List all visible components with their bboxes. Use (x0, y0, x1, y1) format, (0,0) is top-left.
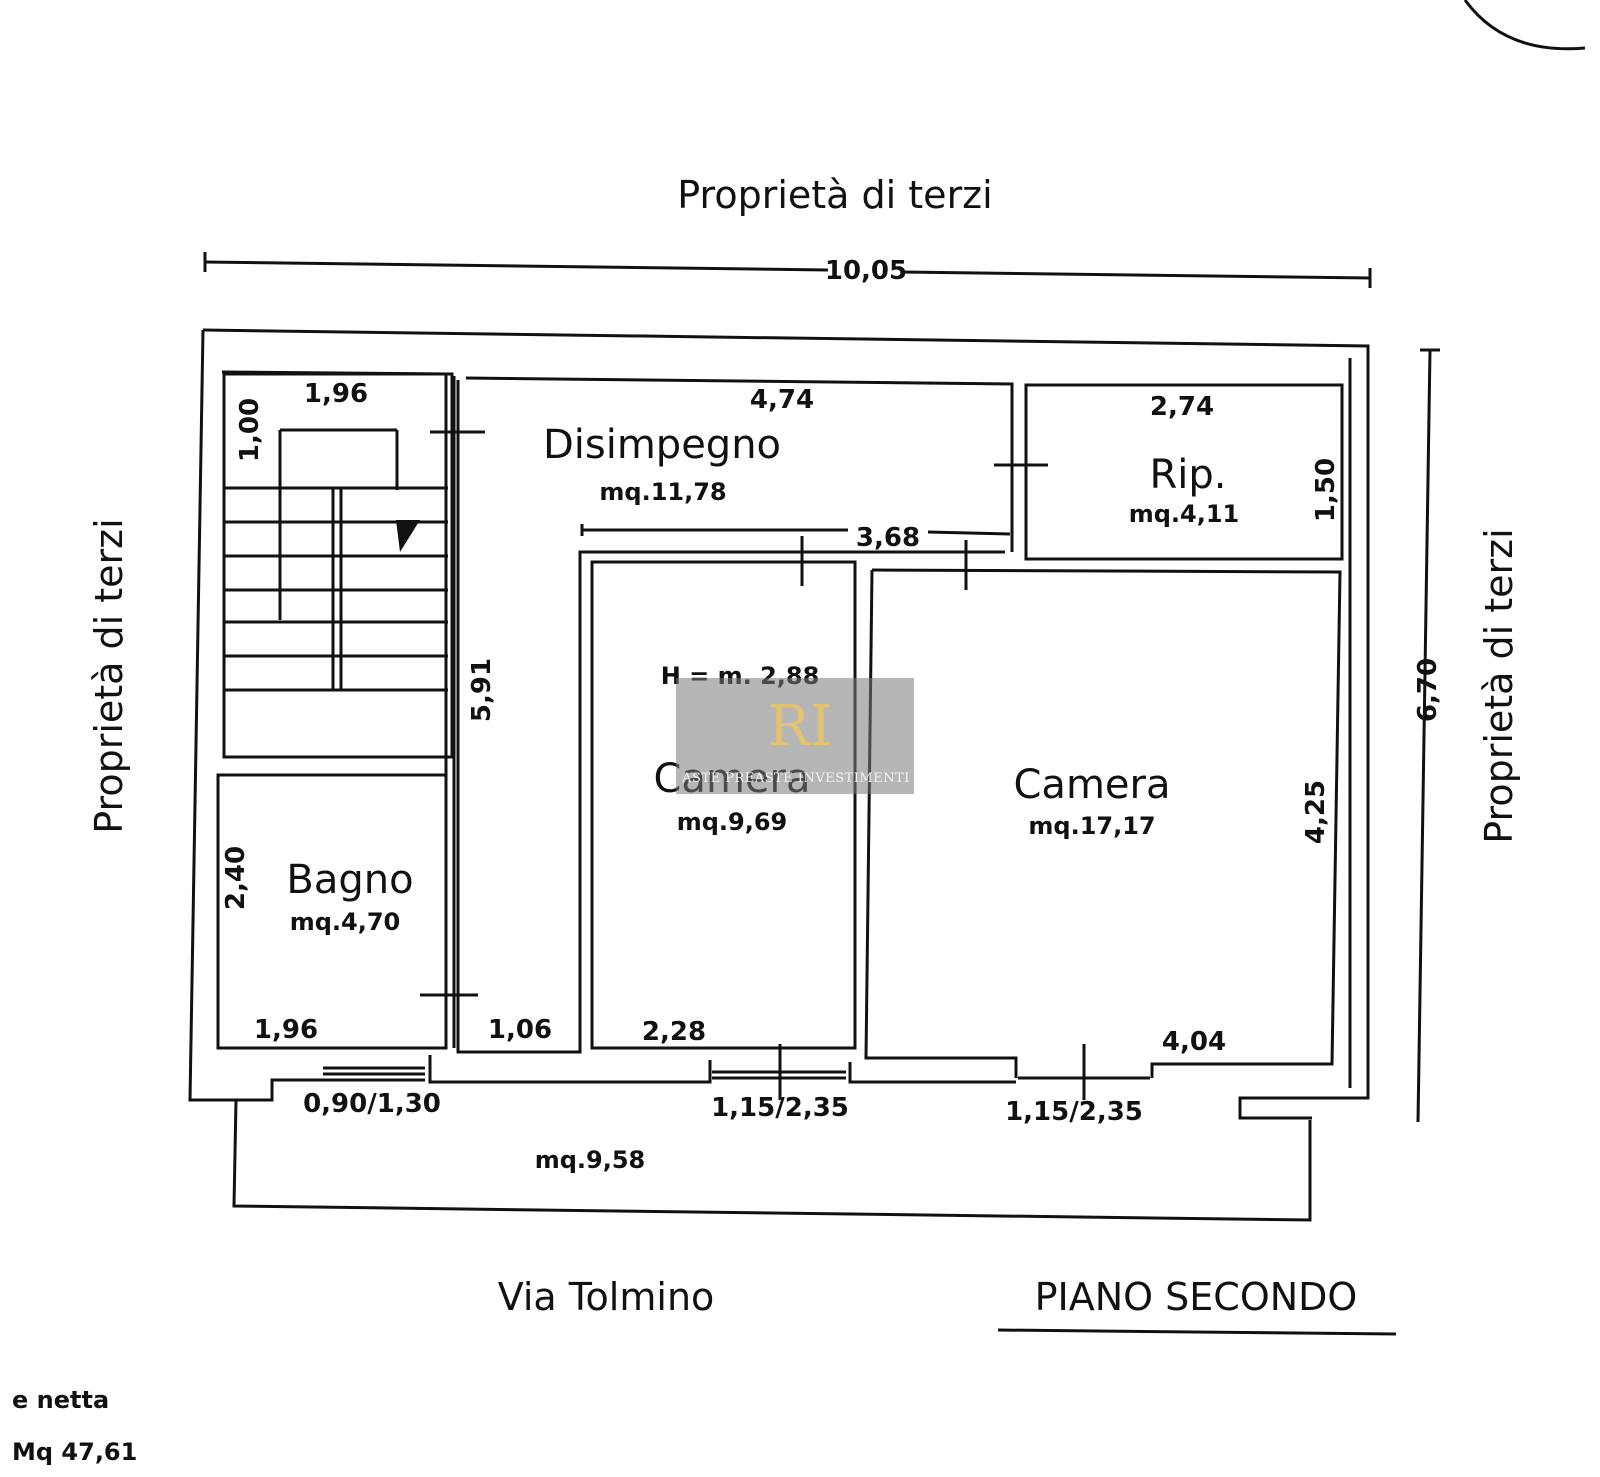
right-neighbor-label: Proprietà di terzi (1477, 528, 1521, 843)
stair-arrow-icon (396, 520, 420, 552)
rip-area: mq.4,11 (1129, 500, 1240, 528)
camera-small-walls (590, 536, 857, 1100)
balcony-outline (232, 1099, 1312, 1222)
watermark-company: ASTE PREASTE INVESTIMENTI (681, 771, 910, 786)
footer-line-1: e netta (12, 1386, 109, 1414)
arc-fragment (1463, 0, 1586, 51)
disimpegno-area: mq.11,78 (599, 478, 726, 506)
rip-name: Rip. (1149, 452, 1226, 498)
bagno-height-label: 2,40 (221, 846, 251, 910)
bagno-name: Bagno (286, 857, 413, 903)
bagno-walls (216, 773, 478, 1082)
camera-large-walls (864, 540, 1342, 1100)
rip-walls (1024, 383, 1344, 561)
rip-height-label: 1,50 (1311, 458, 1341, 522)
rip-width-label: 2,74 (1150, 392, 1214, 422)
footer-line-2: Mq 47,61 (12, 1438, 137, 1466)
disimpegno-height-label: 5,91 (467, 658, 497, 722)
front-wall (428, 1055, 1016, 1084)
camera-large-name: Camera (1014, 762, 1171, 808)
bagno-area: mq.4,70 (290, 908, 401, 936)
stair-depth-label: 1,00 (235, 398, 265, 462)
floor-title: PIANO SECONDO (1035, 1275, 1358, 1319)
camera-large-width-label: 4,04 (1162, 1027, 1226, 1057)
floor-title-underline (997, 1328, 1397, 1336)
street-label: Via Tolmino (498, 1275, 715, 1319)
disimpegno-inner-label: 3,68 (856, 523, 920, 553)
overall-height-dimension (1416, 348, 1440, 1123)
camera-large-area: mq.17,17 (1028, 812, 1155, 840)
left-neighbor-label: Proprietà di terzi (87, 518, 131, 833)
watermark-logo: RI (768, 694, 832, 759)
corridor-width-label: 1,06 (488, 1015, 552, 1045)
watermark: RI ASTE PREASTE INVESTIMENTI (676, 678, 914, 794)
balcony-area: mq.9,58 (535, 1146, 646, 1174)
stair-width-label: 1,96 (304, 379, 368, 409)
disimpegno-name: Disimpegno (543, 422, 781, 468)
disimpegno-width-label: 4,74 (750, 385, 814, 415)
bagno-width-label: 1,96 (254, 1015, 318, 1045)
camera-small-window-label: 1,15/2,35 (711, 1093, 849, 1123)
overall-height-label: 6,70 (1413, 658, 1443, 722)
camera-large-height-label: 4,25 (1301, 780, 1331, 844)
camera-small-area: mq.9,69 (677, 808, 788, 836)
disimpegno-walls (456, 376, 1048, 1054)
overall-width-label: 10,05 (825, 256, 907, 286)
camera-large-window-label: 1,15/2,35 (1005, 1097, 1143, 1127)
bagno-window-label: 0,90/1,30 (303, 1089, 441, 1119)
camera-small-width-label: 2,28 (642, 1017, 706, 1047)
stair-compartment (222, 372, 485, 1048)
top-neighbor-label: Proprietà di terzi (677, 173, 992, 217)
overall-width-dimension (203, 252, 1372, 288)
